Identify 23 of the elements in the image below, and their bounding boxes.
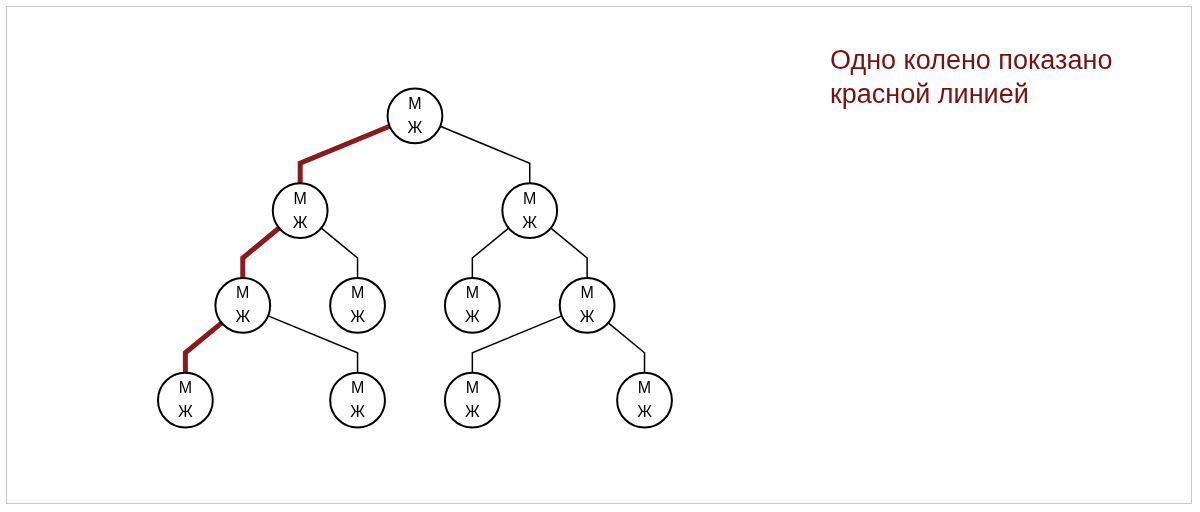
- connector: [240, 226, 281, 278]
- node-circle: [444, 277, 501, 334]
- node-circle: [214, 277, 272, 334]
- node-circle: [501, 182, 559, 239]
- title: Одно колено показано красной линией: [830, 44, 1114, 111]
- family-tree-diagram: М Ж М Ж М Ж М Ж М Ж М Ж М Ж М Ж М Ж М Ж М Ж: [150, 16, 680, 500]
- connector: [471, 227, 510, 279]
- node-circle: [329, 277, 386, 334]
- node-circle: [271, 182, 329, 239]
- connector: [439, 125, 531, 184]
- node-circle: [329, 371, 386, 429]
- connector: [550, 227, 588, 279]
- node-circle: [157, 371, 214, 429]
- node-circle: [444, 371, 501, 429]
- node-circle: [386, 87, 444, 145]
- node-circle: [616, 371, 673, 429]
- connector: [471, 315, 563, 374]
- connector: [182, 320, 224, 373]
- connector: [297, 123, 391, 184]
- connector: [320, 227, 359, 279]
- connector: [607, 322, 646, 374]
- connector: [267, 315, 359, 374]
- node-circle: [558, 277, 616, 334]
